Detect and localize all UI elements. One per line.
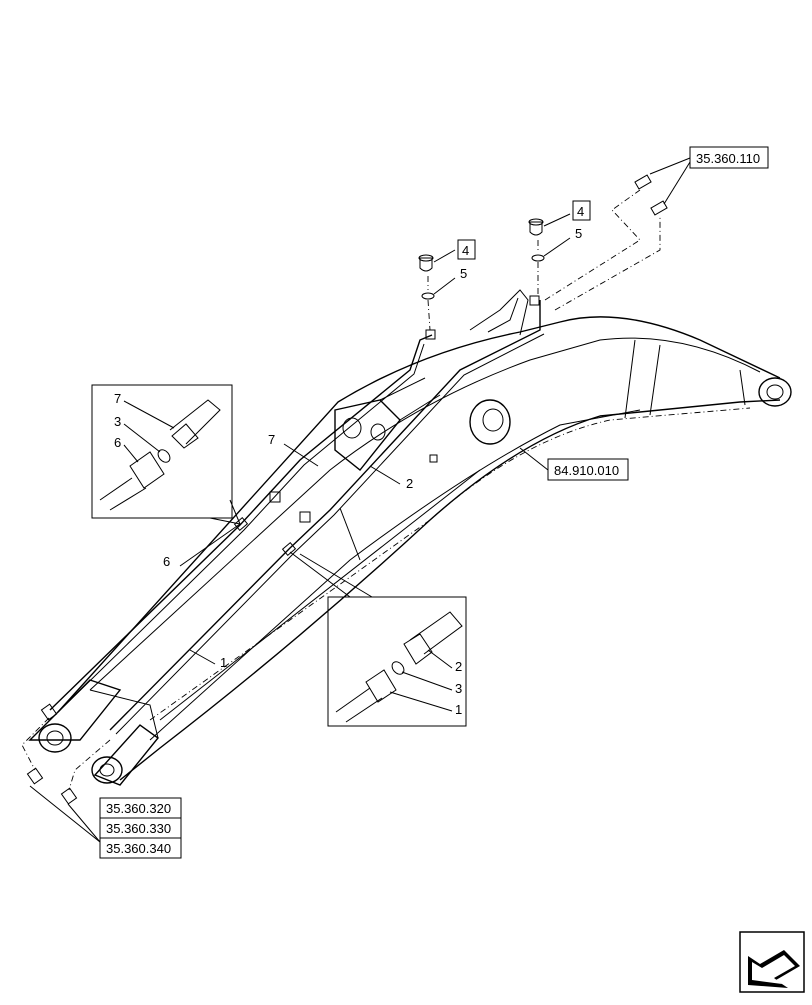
boom-body [28, 316, 792, 786]
ref-box-bottom-3 [99, 837, 182, 859]
callout-pipe-6: 6 [163, 554, 170, 569]
detail-b-3: 3 [455, 681, 462, 696]
callout-plug-left: 4 [462, 243, 469, 258]
next-page-arrow-icon[interactable] [739, 931, 805, 993]
pipe-callouts: 6 7 1 2 [163, 432, 413, 670]
ref-bottom-2: 35.360.330 [106, 821, 171, 836]
boom-reference: 84.910.010 [519, 447, 629, 481]
ref-top-right: 35.360.110 [696, 151, 760, 166]
plug-oring-left: 4 5 [418, 239, 476, 331]
callout-pipe-7: 7 [268, 432, 275, 447]
plug-oring-right: 4 5 [528, 200, 591, 296]
plug-right-box [572, 200, 591, 221]
ref-boom: 84.910.010 [554, 463, 619, 478]
callout-plug-right: 4 [577, 204, 584, 219]
detail-b-1: 1 [455, 702, 462, 717]
detail-b-2: 2 [455, 659, 462, 674]
ref-bottom-3: 35.360.340 [106, 841, 171, 856]
callout-pipe-2: 2 [406, 476, 413, 491]
ref-bottom-1: 35.360.320 [106, 801, 171, 816]
callout-oring-left: 5 [460, 266, 467, 281]
callout-oring-right: 5 [575, 226, 582, 241]
ref-box-boom [547, 458, 629, 481]
detail-a-6: 6 [114, 435, 121, 450]
detail-view-b: 2 3 1 [289, 551, 467, 727]
ref-box-top-right [689, 146, 769, 169]
detail-a-3: 3 [114, 414, 121, 429]
callout-pipe-1: 1 [220, 655, 227, 670]
bottom-left-fittings: 35.360.320 35.360.330 35.360.340 [21, 703, 182, 859]
detail-a-7: 7 [114, 391, 121, 406]
detail-view-a: 7 3 6 [91, 384, 241, 525]
top-right-fittings: 35.360.110 [544, 146, 769, 311]
plug-left-box [457, 239, 476, 260]
pipe-lines [49, 289, 545, 735]
